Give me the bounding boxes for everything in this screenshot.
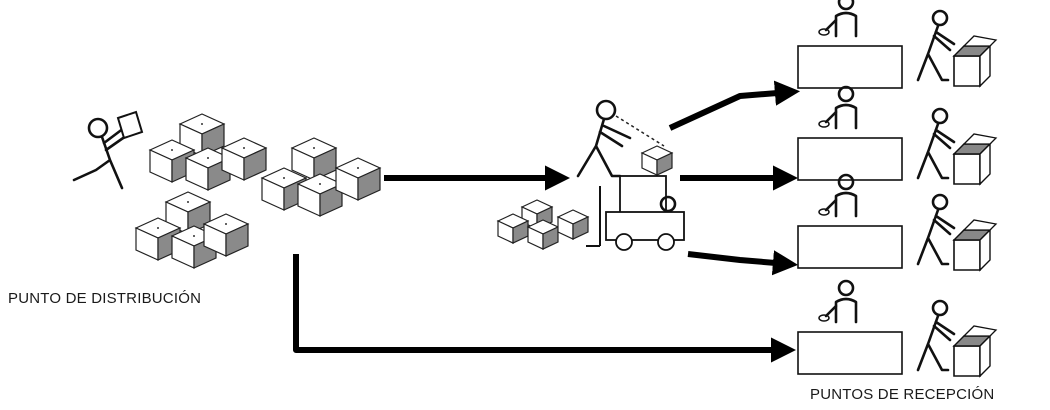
arrow-direct-to-reception-4: [293, 254, 797, 363]
reception-point-2: [796, 85, 998, 186]
forklift-icon: [586, 145, 685, 251]
reception-point-3: [796, 173, 998, 272]
worker-carrying-box-icon: [72, 110, 144, 190]
reception-point-1: [796, 0, 998, 90]
worker-packing-box-icon: [916, 107, 998, 186]
reception-point-4: [796, 279, 998, 378]
worker-packing-box-icon: [916, 193, 998, 272]
desk-clerk-icon: [796, 279, 904, 376]
desk-clerk-icon: [796, 173, 904, 270]
reception-points-label: PUNTOS DE RECEPCIÓN: [810, 386, 995, 403]
desk-clerk-icon: [796, 85, 904, 182]
worker-packing-box-icon: [916, 9, 998, 88]
arrow-to-reception-1: [668, 80, 801, 131]
arrow-to-reception-3: [687, 250, 799, 276]
worker-packing-box-icon: [916, 299, 998, 378]
distribution-point-label: PUNTO DE DISTRIBUCIÓN: [8, 290, 202, 307]
box-stack-icon: [135, 113, 381, 269]
desk-clerk-icon: [796, 0, 904, 90]
worker-loading-icon: [576, 99, 665, 178]
pallet-boxes-icon: [497, 199, 589, 250]
